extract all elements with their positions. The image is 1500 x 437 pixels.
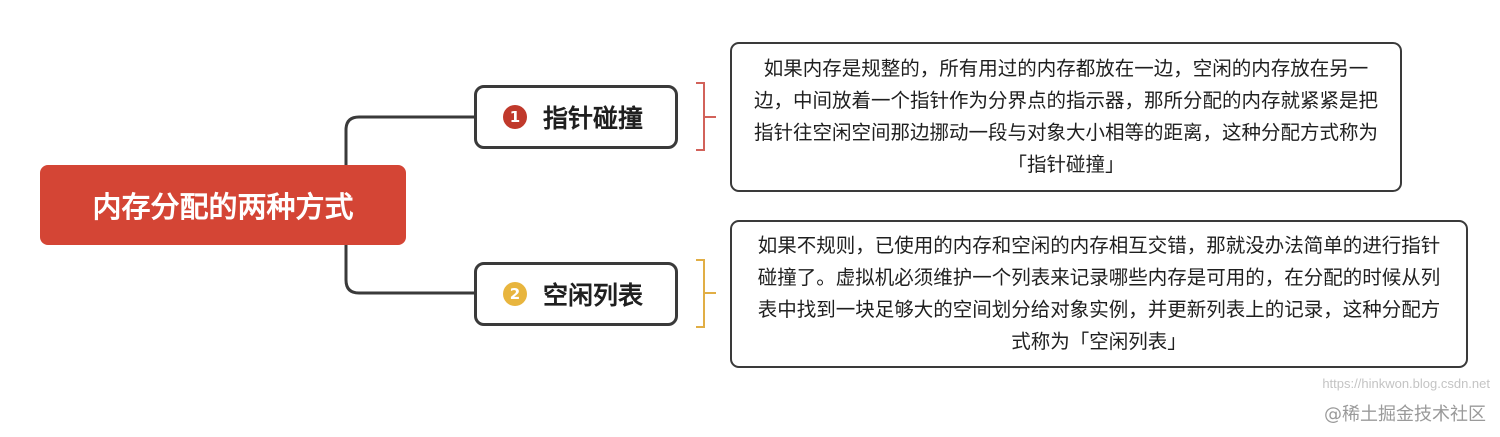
number-badge-1: 1	[503, 105, 527, 129]
description-box-free-list: 如果不规则，已使用的内存和空闲的内存相互交错，那就没办法简单的进行指针碰撞了。虚…	[730, 220, 1468, 368]
root-node: 内存分配的两种方式	[40, 165, 406, 245]
number-badge-2: 2	[503, 282, 527, 306]
connector-root-to-branch-2	[344, 245, 474, 295]
description-box-pointer-bump: 如果内存是规整的，所有用过的内存都放在一边，空闲的内存放在另一边，中间放着一个指…	[730, 42, 1402, 192]
branch-node-label: 指针碰撞	[543, 104, 644, 133]
branch-node-pointer-bump: 1 指针碰撞	[474, 85, 678, 149]
watermark-url: https://hinkwon.blog.csdn.net	[1322, 376, 1490, 391]
bracket-branch-1	[696, 82, 716, 151]
root-node-label: 内存分配的两种方式	[92, 190, 354, 224]
description-text: 如果不规则，已使用的内存和空闲的内存相互交错，那就没办法简单的进行指针碰撞了。虚…	[757, 234, 1441, 353]
branch-node-free-list: 2 空闲列表	[474, 262, 678, 326]
description-text: 如果内存是规整的，所有用过的内存都放在一边，空闲的内存放在另一边，中间放着一个指…	[753, 57, 1378, 176]
connector-root-to-branch-1	[344, 115, 474, 165]
bracket-branch-2	[696, 259, 716, 328]
watermark-site: @稀土掘金技术社区	[1324, 404, 1486, 425]
branch-node-label: 空闲列表	[543, 281, 644, 310]
